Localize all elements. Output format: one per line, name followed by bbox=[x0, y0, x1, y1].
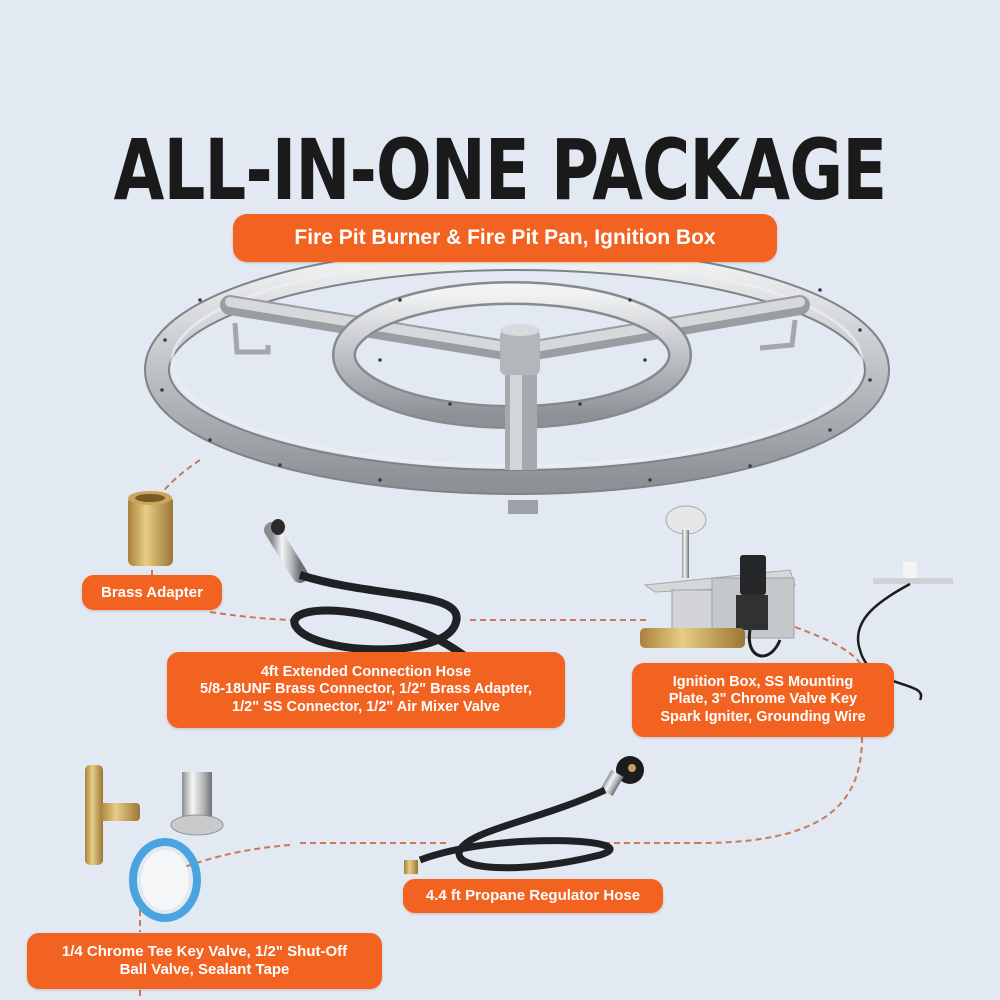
connection-hose-label-line-3: 1/2" SS Connector, 1/2" Air Mixer Valve bbox=[232, 698, 500, 715]
connection-hose-label-line-1: 4ft Extended Connection Hose bbox=[260, 663, 472, 680]
tee-valve-kit-label-line-2: Ball Valve, Sealant Tape bbox=[119, 961, 290, 978]
burner-label-text: Fire Pit Burner & Fire Pit Pan, Ignition… bbox=[294, 226, 716, 250]
brass-adapter-label-text: Brass Adapter bbox=[101, 583, 203, 601]
ignition-box-label: Ignition Box, SS Mounting Plate, 3" Chro… bbox=[632, 663, 894, 737]
ignition-box-label-line-3: Spark Igniter, Grounding Wire bbox=[660, 708, 866, 725]
tee-valve-kit-label-line-1: 1/4 Chrome Tee Key Valve, 1/2" Shut-Off bbox=[61, 943, 348, 960]
propane-hose-label: 4.4 ft Propane Regulator Hose bbox=[403, 879, 663, 913]
connection-hose-label-line-2: 5/8-18UNF Brass Connector, 1/2" Brass Ad… bbox=[200, 681, 532, 698]
propane-hose-label-text: 4.4 ft Propane Regulator Hose bbox=[425, 887, 641, 904]
ignition-box-label-line-2: Plate, 3" Chrome Valve Key bbox=[668, 691, 858, 708]
ignition-box-icon bbox=[640, 505, 953, 701]
propane-regulator-hose-icon bbox=[404, 756, 644, 874]
connection-hose-label: 4ft Extended Connection Hose 5/8-18UNF B… bbox=[167, 652, 565, 728]
brass-adapter-label: Brass Adapter bbox=[82, 575, 222, 610]
burner-label: Fire Pit Burner & Fire Pit Pan, Ignition… bbox=[233, 214, 777, 262]
double-ring-burner-icon bbox=[144, 245, 890, 514]
tee-valve-and-tape-icon bbox=[85, 765, 224, 922]
connection-hose-icon bbox=[264, 519, 478, 670]
page-title: ALL-IN-ONE PACKAGE bbox=[113, 121, 887, 219]
brass-adapter-icon bbox=[128, 491, 173, 566]
ignition-box-label-line-1: Ignition Box, SS Mounting bbox=[672, 673, 854, 690]
tee-valve-kit-label: 1/4 Chrome Tee Key Valve, 1/2" Shut-Off … bbox=[27, 933, 382, 989]
